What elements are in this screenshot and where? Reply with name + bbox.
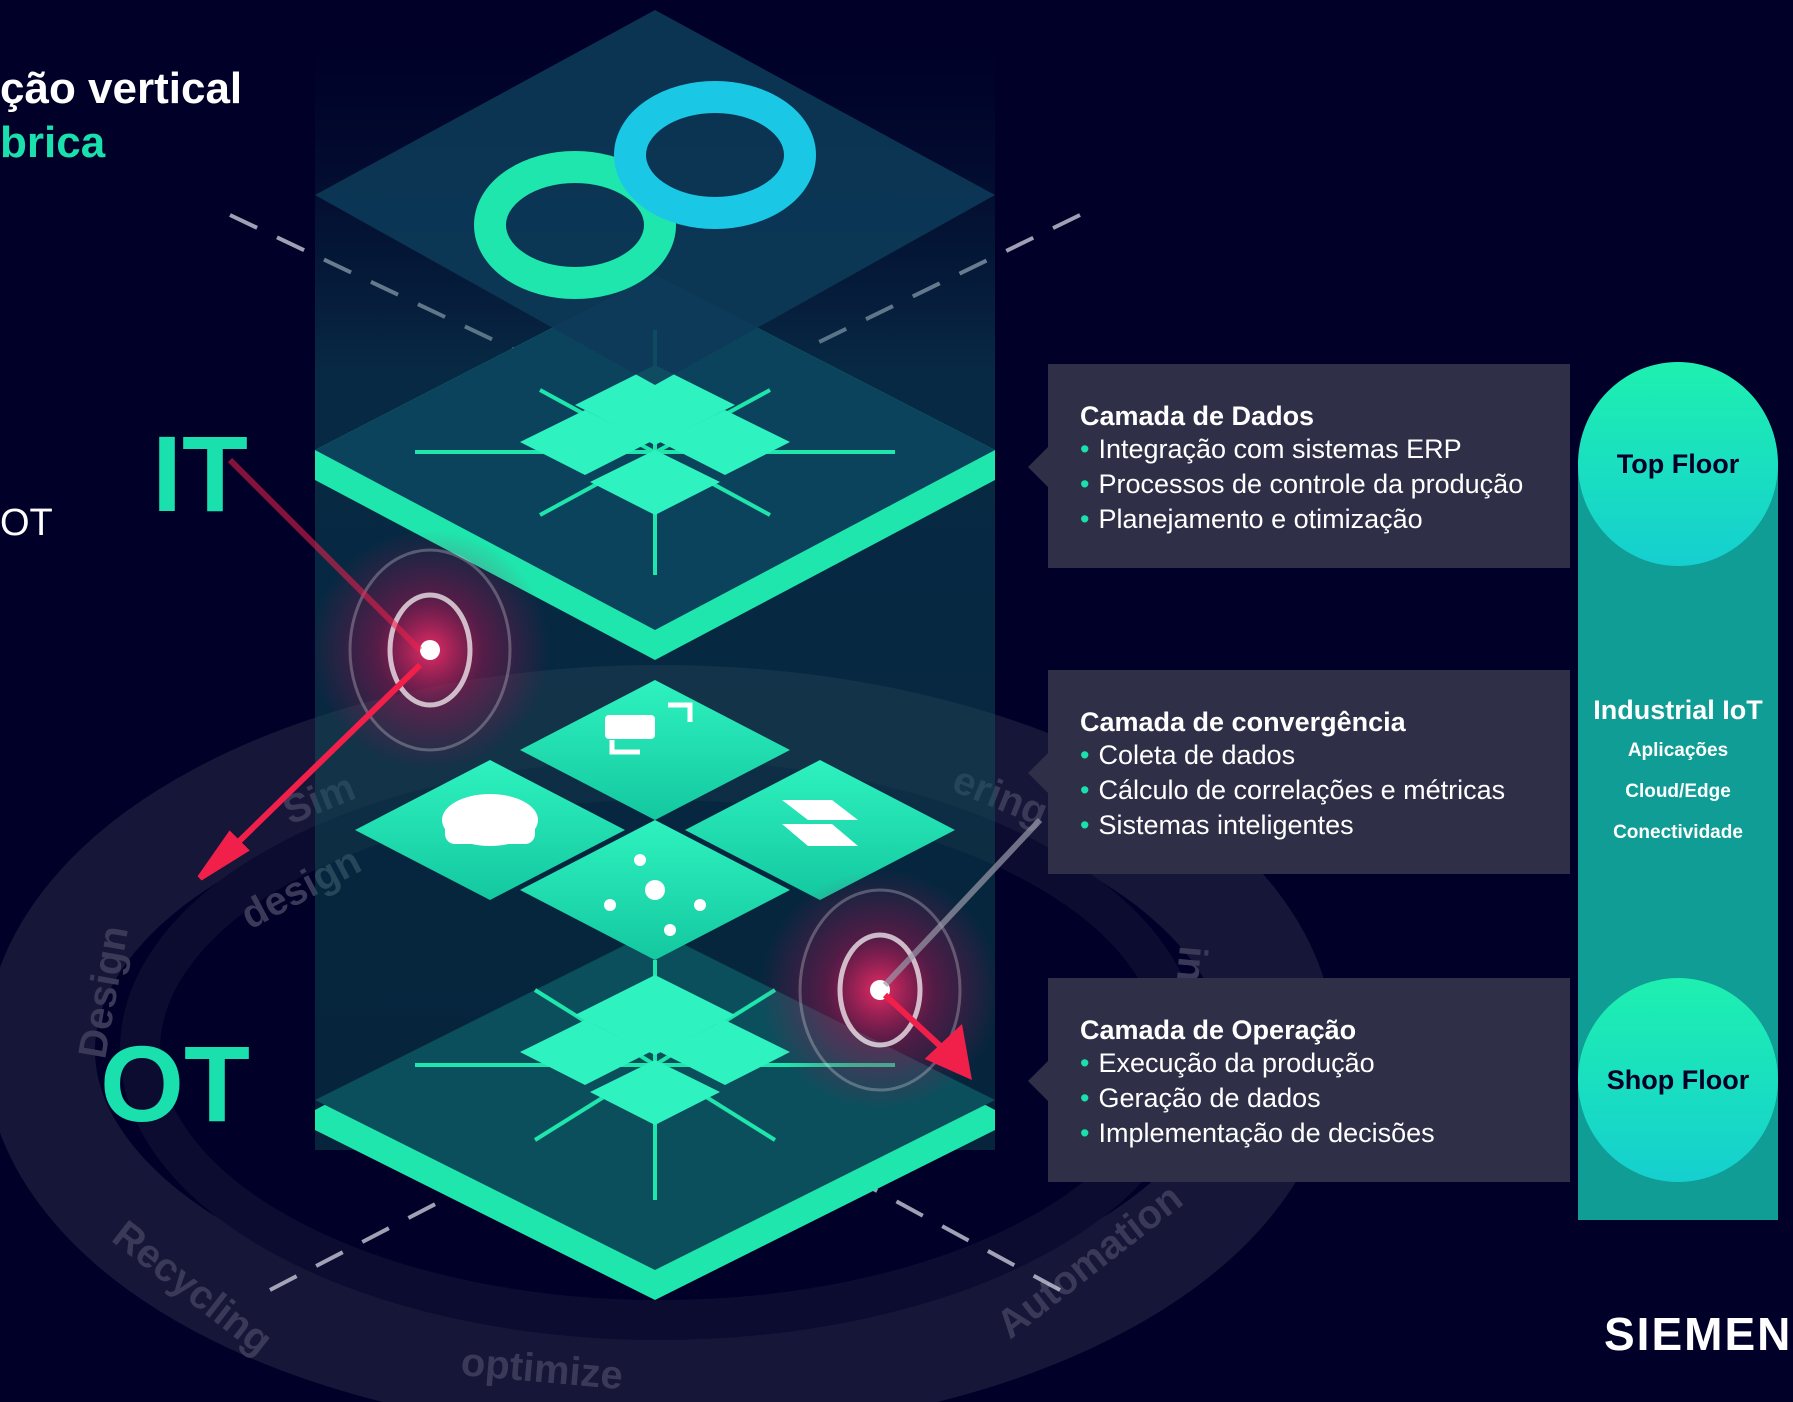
list-item: •Cálculo de correlações e métricas xyxy=(1080,775,1506,805)
panel-pointer xyxy=(1028,1061,1048,1101)
page-title: ção vertical brica xyxy=(0,62,242,170)
ot-label: OT xyxy=(100,1023,250,1144)
list-item: •Integração com sistemas ERP xyxy=(1080,434,1462,464)
it-label: IT xyxy=(152,413,248,534)
level-middle-item: Conectividade xyxy=(1613,822,1743,843)
panel-operation-layer: Camada de Operação •Execução da produção… xyxy=(1028,978,1570,1182)
convergence-tiles xyxy=(355,680,955,960)
panel-title: Camada de Dados xyxy=(1080,401,1315,431)
siemens-logo: SIEMENS xyxy=(1604,1308,1793,1360)
list-item: •Execução da produção xyxy=(1080,1048,1375,1078)
level-top-floor: Top Floor xyxy=(1578,362,1778,566)
level-middle-item: Aplicações xyxy=(1627,740,1729,761)
list-item: •Coleta de dados xyxy=(1080,740,1296,770)
level-shop-floor: Shop Floor xyxy=(1578,978,1778,1182)
list-item: •Geração de dados xyxy=(1080,1083,1321,1113)
list-item: •Sistemas inteligentes xyxy=(1080,810,1354,840)
panel-convergence-layer: Camada de convergência •Coleta de dados … xyxy=(1028,670,1570,874)
panel-pointer xyxy=(1028,753,1048,793)
list-item: •Implementação de decisões xyxy=(1080,1118,1435,1148)
list-item: •Processos de controle da produção xyxy=(1080,469,1524,499)
title-line1: ção vertical xyxy=(0,64,243,113)
side-text: OT xyxy=(0,502,53,544)
level-middle-title: Industrial IoT xyxy=(1593,695,1763,725)
panel-title: Camada de convergência xyxy=(1080,707,1406,737)
panel-title: Camada de Operação xyxy=(1080,1015,1357,1045)
flow-arrows xyxy=(197,457,1043,1081)
level-industrial-iot: Industrial IoT Aplicações Cloud/Edge Con… xyxy=(1578,690,1778,853)
panel-pointer xyxy=(1028,447,1048,487)
panel-data-layer: Camada de Dados •Integração com sistemas… xyxy=(1028,364,1570,568)
list-item: •Planejamento e otimização xyxy=(1080,504,1423,534)
level-middle-item: Cloud/Edge xyxy=(1625,781,1731,802)
title-line2: brica xyxy=(0,118,106,167)
infinity-layer xyxy=(315,10,995,385)
